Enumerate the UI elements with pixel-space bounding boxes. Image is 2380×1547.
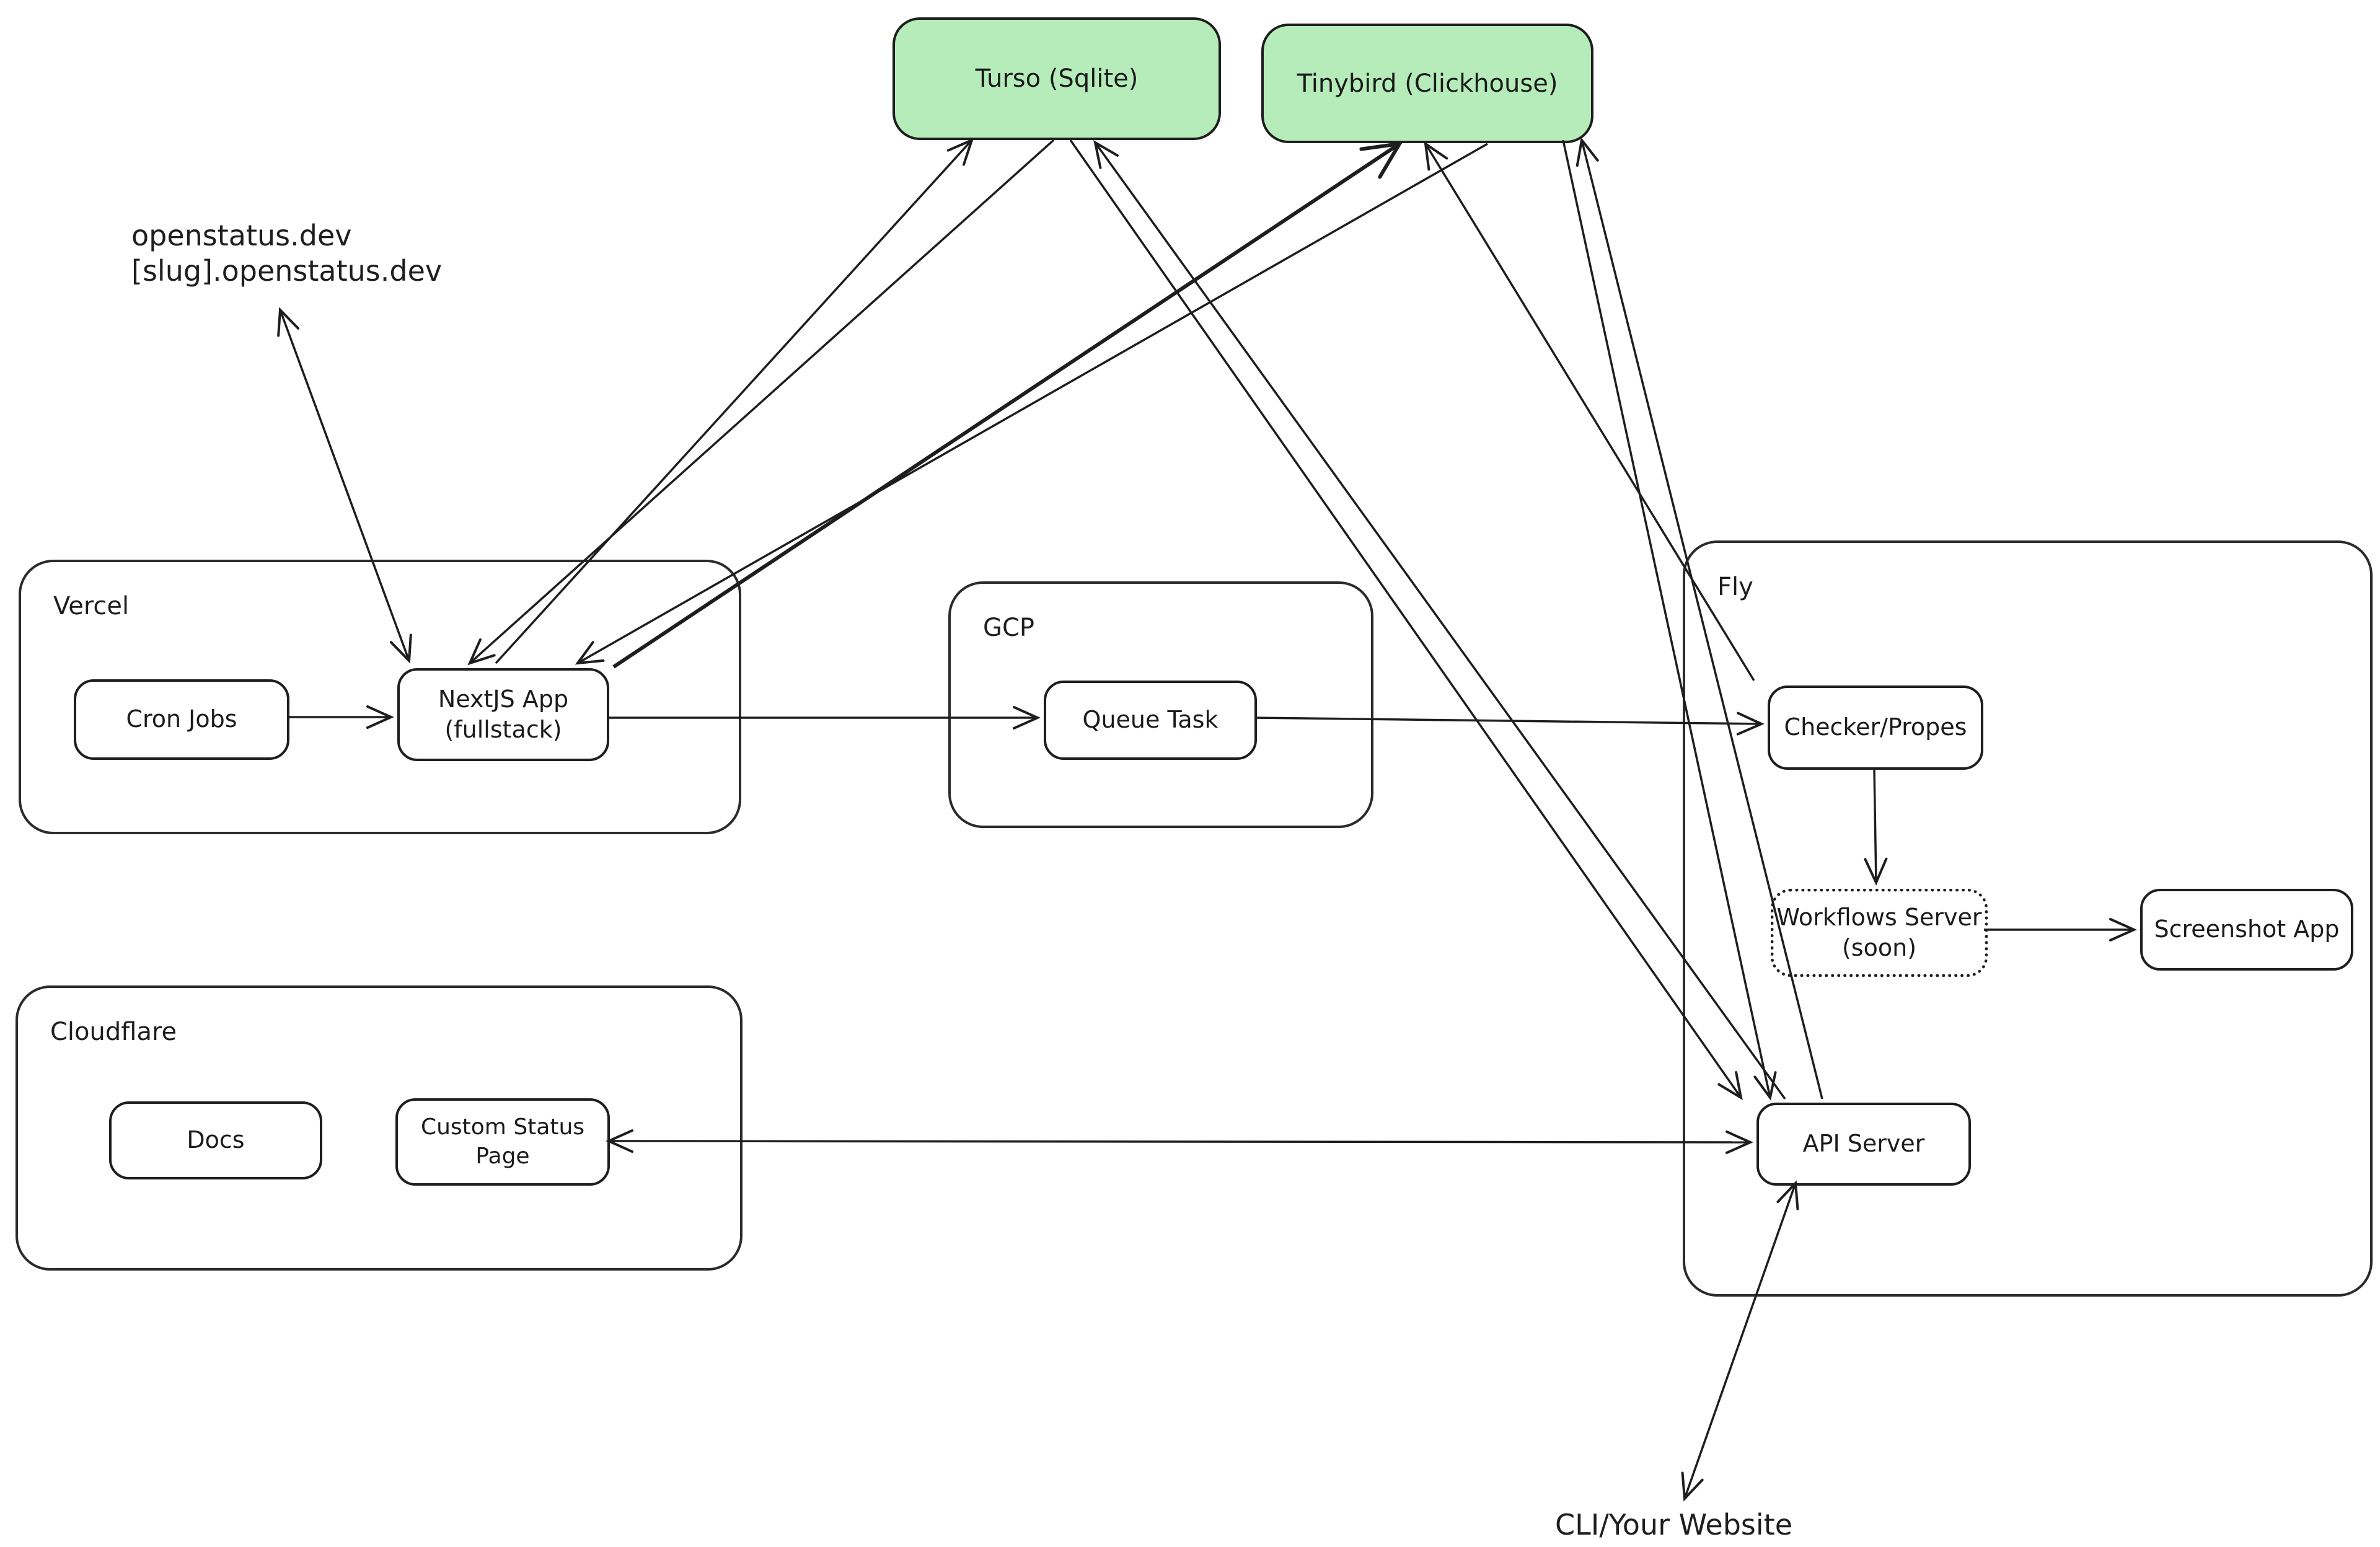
annotation-domains-line2: [slug].openstatus.dev [131,254,443,288]
annotation-cli-label: CLI/Your Website [1555,1508,1793,1541]
annotation-cli[interactable]: CLI/Your Website [1555,1507,1792,1543]
node-queue-task-label: Queue Task [1082,706,1219,734]
edge-custom-status-page-api-server[interactable] [606,1129,1753,1154]
edge-tinybird-to-api-server[interactable] [1562,139,1777,1101]
container-gcp-label: GCP [983,614,1035,642]
node-queue-task[interactable]: Queue Task [1044,681,1257,760]
node-tinybird[interactable]: Tinybird (Clickhouse) [1261,24,1593,143]
node-screenshot-app-label: Screenshot App [2154,915,2340,943]
node-api-server[interactable]: API Server [1756,1103,1971,1186]
node-nextjs-app-label-line2: (fullstack) [444,716,562,743]
edge-nextjs-to-turso[interactable] [495,138,974,664]
container-cloudflare[interactable]: Cloudflare [15,985,743,1271]
edge-api-server-cli[interactable] [1681,1180,1799,1502]
edge-nextjs-to-tinybird[interactable] [612,141,1403,669]
node-checker-propes-label: Checker/Propes [1784,713,1967,741]
container-gcp[interactable]: GCP [948,581,1373,828]
edge-nextjs-openstatus-domains[interactable] [277,307,412,664]
node-turso-label: Turso (Sqlite) [975,64,1139,93]
node-docs[interactable]: Docs [109,1101,322,1179]
container-vercel-label: Vercel [53,592,130,620]
node-custom-status-page[interactable]: Custom Status Page [395,1098,610,1186]
node-screenshot-app[interactable]: Screenshot App [2140,889,2353,971]
container-fly[interactable]: Fly [1683,540,2373,1297]
node-cron-jobs-label: Cron Jobs [126,705,237,733]
node-docs-label: Docs [187,1126,245,1154]
edge-checker-to-workflows[interactable] [1864,768,1888,886]
edge-turso-to-api-server[interactable] [1069,139,1743,1101]
container-cloudflare-label: Cloudflare [50,1018,177,1046]
node-api-server-label: API Server [1802,1130,1925,1158]
node-nextjs-app[interactable]: NextJS App (fullstack) [397,668,609,761]
node-workflows-server-label-line1: Workflows Server [1776,903,1982,931]
node-workflows-server-label-line2: (soon) [1841,934,1917,961]
annotation-domains-line1: openstatus.dev [131,219,352,252]
edge-api-server-to-tinybird[interactable] [1576,137,1823,1100]
annotation-domains[interactable]: openstatus.dev [slug].openstatus.dev [131,218,442,289]
container-fly-label: Fly [1717,573,1753,601]
node-cron-jobs[interactable]: Cron Jobs [74,679,289,760]
edge-tinybird-to-nextjs[interactable] [575,143,1488,665]
node-custom-status-page-label: Custom Status Page [420,1114,585,1169]
node-tinybird-label: Tinybird (Clickhouse) [1297,69,1558,98]
node-workflows-server[interactable]: Workflows Server (soon) [1771,889,1988,977]
node-checker-propes[interactable]: Checker/Propes [1768,685,1983,770]
edge-checker-to-tinybird[interactable] [1424,141,1755,681]
edge-api-server-to-turso[interactable] [1093,140,1786,1100]
edge-turso-to-nextjs[interactable] [467,139,1055,666]
node-turso[interactable]: Turso (Sqlite) [892,17,1221,140]
node-nextjs-app-label-line1: NextJS App [438,685,569,713]
edge-queue-task-to-checker[interactable] [1254,712,1765,736]
